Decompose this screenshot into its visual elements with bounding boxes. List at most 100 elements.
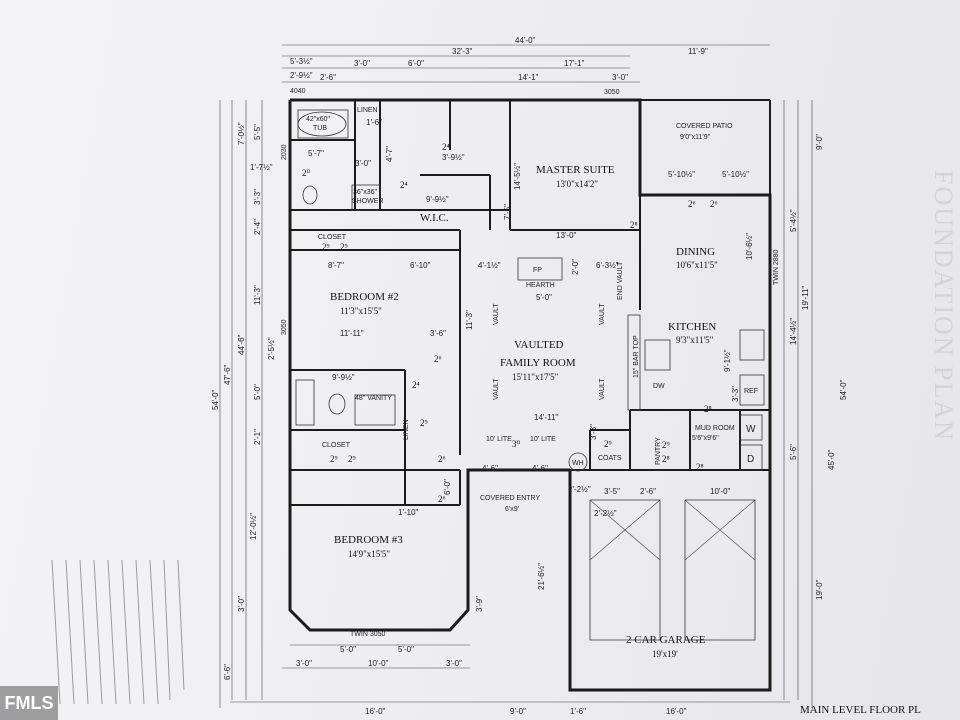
exterior-walls [288, 98, 772, 692]
master-suite-label: MASTER SUITE [536, 164, 615, 176]
door-mark: 2⁹ [340, 242, 348, 252]
dim-inner-7: 9'-9½" [426, 195, 449, 204]
dim-left-9: 2'-5½" [267, 337, 276, 360]
twin-window-right: TWIN 2880 [773, 249, 780, 285]
pantry-label: PANTRY [655, 437, 662, 465]
dim-inner-9: 6'-10" [410, 261, 431, 270]
dim-inner-0: 5'-7" [308, 149, 324, 158]
dim-inner-29: 1'-6" [366, 118, 382, 127]
dim-left-2: 44'-6" [237, 334, 246, 355]
left-dimensions: 54'-0" 47'-6" 44'-6" 7'-0½" 5'-5" 1'-7½"… [211, 122, 276, 680]
dining-label: DINING [676, 246, 715, 258]
dim-inner-16: 11'-3" [465, 310, 474, 330]
right-dimensions: 9'-0" 19'-11" 54'-0" 45'-0" 5'-6" 19'-0"… [789, 134, 848, 600]
dim-inner-19: 1'-10" [398, 508, 419, 517]
dim-top-9: 14'-1" [518, 73, 539, 82]
bedroom2-size: 11'3"x15'5" [340, 306, 382, 316]
dim-inner-30: 3'-3" [731, 386, 740, 402]
dim-inner-22: 4'-6" [532, 464, 548, 473]
dim-inner-15: 3'-6" [430, 329, 446, 338]
water-heater-label: WH [572, 460, 584, 467]
dim-inner-23: 21'-6½" [537, 563, 546, 590]
twin-window-bottom: TWIN 3050 [350, 631, 386, 638]
dim-inner-3: 3'-9½" [442, 153, 465, 162]
covered-entry-label: COVERED ENTRY [480, 495, 540, 502]
dim-top-1: 32'-3" [452, 47, 473, 56]
shower-label: SHOWER [352, 198, 384, 205]
dim-inner-21: 4'-6" [482, 464, 498, 473]
dim-right-7: 14'-4½" [789, 318, 798, 345]
dim-inner-12: 6'-3½" [596, 261, 619, 270]
dim-inner-20: 6'-0" [443, 479, 452, 495]
dim-top-8: 2'-6" [320, 73, 336, 82]
dim-bottom-9: 2'-6" [640, 487, 656, 496]
dim-inner-31: 9'-1½" [723, 349, 732, 372]
dim-top-7: 2'-9½" [290, 71, 313, 80]
dim-left-3: 7'-0½" [237, 122, 246, 145]
dim-bottom-7: 5'-0" [340, 645, 356, 654]
door-mark: 2⁴ [400, 180, 408, 190]
dim-left-7: 2'-4" [253, 219, 262, 235]
family-room-label: FAMILY ROOM [500, 357, 576, 369]
dim-right-1: 19'-11" [801, 286, 810, 310]
dim-inner-8: 8'-7" [328, 261, 344, 270]
door-mark: 2⁶ [434, 354, 442, 364]
interior-walls [290, 100, 770, 506]
dim-left-14: 6'-6" [223, 664, 232, 680]
door-mark: 2⁰ [302, 168, 311, 178]
dim-inner-13: 5'-0" [536, 293, 552, 302]
dim-bottom-1: 9'-0" [510, 707, 526, 716]
dim-left-5: 1'-7½" [250, 163, 273, 172]
bedroom3-size: 14'9"x15'5" [348, 549, 390, 559]
dim-inner-10: 4'-1½" [478, 261, 501, 270]
dim-left-10: 5'-0" [253, 384, 262, 400]
side-lite-left: 10' LITE [486, 436, 512, 443]
linen-mid-label: LINEN [403, 419, 410, 440]
kitchen-label: KITCHEN [668, 321, 716, 333]
door-mark: 2⁹ [348, 454, 356, 464]
window-3050-top: 3050 [604, 89, 620, 96]
dim-left-13: 3'-0" [237, 596, 246, 612]
mud-room-size: 5'6"x9'6" [692, 435, 719, 442]
dim-left-1: 47'-6" [223, 364, 232, 385]
dim-top-5: 6'-0" [408, 59, 424, 68]
inner-dimensions: 5'-7" 3'-0" 4'-7" 3'-9½" 14'-5½" 7'-5" 1… [308, 118, 754, 612]
dim-inner-26: 10'-6½" [745, 233, 754, 260]
linen-top-label: LINEN [357, 107, 378, 114]
mud-room-label: MUD ROOM [695, 425, 735, 432]
shower-size: 36"x36" [353, 189, 378, 196]
dim-inner-25: 3'-9" [475, 596, 484, 612]
dim-inner-2: 4'-7" [385, 146, 394, 162]
door-mark: 2⁹ [322, 242, 330, 252]
master-suite-size: 13'0"x14'2" [556, 179, 598, 189]
hearth-label: HEARTH [526, 282, 555, 289]
covered-patio-label: COVERED PATIO [676, 123, 733, 130]
dim-right-5: 19'-0" [815, 579, 824, 600]
dim-right-2: 54'-0" [839, 379, 848, 400]
refrigerator-label: REF [744, 388, 758, 395]
garage-label: 2 CAR GARAGE [626, 634, 706, 646]
side-lite-right: 10' LITE [530, 436, 556, 443]
dryer-label: D [747, 454, 754, 465]
door-mark: 2⁹ [420, 418, 428, 428]
bedroom2-label: BEDROOM #2 [330, 291, 399, 303]
dim-right-4: 5'-6" [789, 444, 798, 460]
wic-label: W.I.C. [420, 212, 449, 224]
dim-inner-1: 3'-0" [355, 159, 371, 168]
kitchen-size: 9'3"x11'5" [676, 335, 714, 345]
door-mark: 2⁴ [442, 142, 450, 152]
dim-top-6: 17'-1" [564, 59, 585, 68]
dim-bottom-6: 3'-0" [446, 659, 462, 668]
dim-top-4: 3'-0" [354, 59, 370, 68]
door-mark: 3⁰ [512, 439, 521, 449]
bar-top-label: 15" BAR TOP [633, 335, 640, 378]
door-mark: 2⁹ [604, 439, 612, 449]
window-2030: 2030 [281, 144, 288, 160]
dim-top-0: 44'-0" [515, 36, 536, 45]
dim-bottom-3: 16'-0" [666, 707, 687, 716]
dim-top-3: 5'-3½" [290, 57, 313, 66]
dishwasher-label: DW [653, 383, 665, 390]
covered-patio-size: 9'0"x11'9" [680, 134, 711, 141]
dim-bottom-5: 10'-0" [368, 659, 389, 668]
